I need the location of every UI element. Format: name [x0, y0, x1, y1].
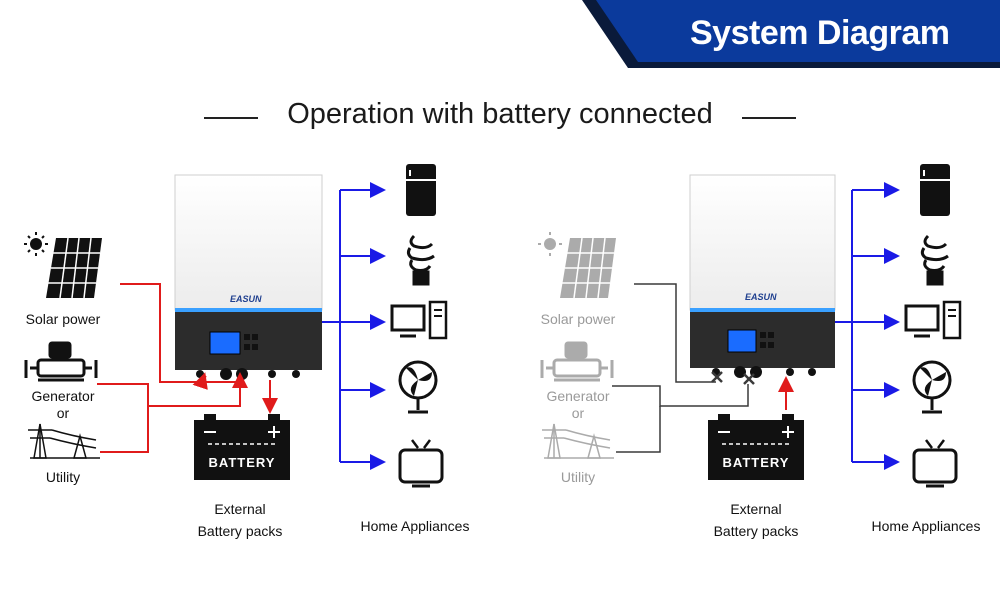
battery-label: BATTERY — [722, 455, 790, 470]
source-label-utility: Utility — [45, 469, 81, 485]
header-banner: System Diagram — [582, 0, 1000, 68]
subtitle-row: Operation with battery connected — [200, 96, 800, 136]
right-panel — [538, 164, 962, 488]
source-label-utility: Utility — [560, 469, 596, 485]
page-title: System Diagram — [690, 14, 950, 52]
inverter-brand-logo: EASUN — [230, 294, 262, 304]
utility-tower-icon — [542, 423, 614, 459]
inverter-brand-logo: EASUN — [745, 292, 777, 302]
subtitle: Operation with battery connected — [287, 98, 713, 130]
banner-shape — [582, 0, 1000, 68]
inverter-unit — [689, 174, 836, 378]
subtitle-rule-left — [204, 117, 258, 119]
source-label-solar: Solar power — [540, 311, 616, 327]
inverter-unit — [174, 174, 323, 380]
computer-icon — [390, 300, 448, 340]
generator-icon — [540, 341, 614, 382]
utility-tower-icon — [28, 423, 100, 459]
battery-icon — [194, 414, 290, 480]
appliances-caption: Home Appliances — [360, 518, 470, 534]
fan-icon — [912, 360, 952, 414]
tv-icon — [398, 439, 444, 488]
bulb-icon — [406, 234, 435, 286]
solar-panel-icon — [538, 232, 616, 299]
source-label-generator: Generator or — [31, 388, 95, 421]
generator-icon — [24, 341, 98, 382]
source-label-solar: Solar power — [25, 311, 101, 327]
left-panel — [24, 164, 448, 488]
diagram-canvas — [24, 164, 962, 488]
fan-icon — [398, 360, 438, 414]
fridge-icon — [406, 164, 436, 216]
subtitle-rule-right — [742, 117, 796, 119]
diagram-area: EASUN Solar power Generator or Utility B… — [0, 140, 1000, 597]
battery-icon — [708, 414, 804, 480]
fridge-icon — [920, 164, 950, 216]
bulb-icon — [920, 234, 949, 286]
appliances-caption: Home Appliances — [871, 518, 981, 534]
solar-panel-icon — [24, 232, 102, 299]
tv-icon — [912, 439, 958, 488]
battery-caption: External Battery packs — [197, 501, 283, 539]
battery-caption: External Battery packs — [713, 501, 799, 539]
source-label-generator: Generator or — [546, 388, 610, 421]
computer-icon — [904, 300, 962, 340]
battery-label: BATTERY — [208, 455, 276, 470]
